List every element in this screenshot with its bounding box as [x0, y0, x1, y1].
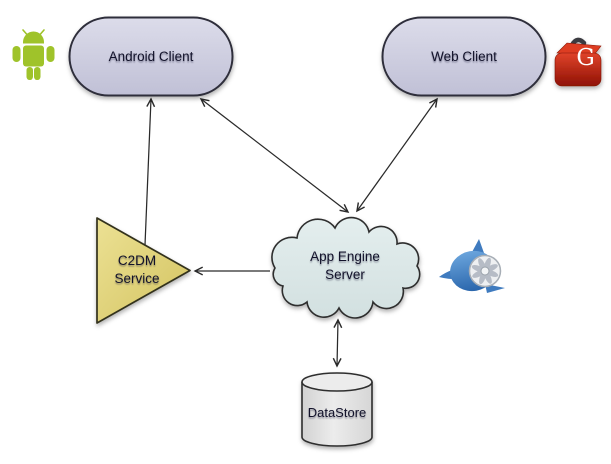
app-engine-server-node	[271, 216, 421, 319]
web-client-node	[381, 16, 547, 97]
android-client-node	[68, 16, 234, 97]
arrow-web-appengine	[356, 97, 438, 213]
toolbox-front	[554, 52, 602, 87]
app-engine-logo-icon	[439, 239, 505, 293]
datastore-cylinder-top	[301, 372, 373, 392]
gwt-letter-g: G	[576, 45, 594, 71]
datastore-cylinder-body	[301, 382, 373, 447]
datastore-node	[301, 372, 373, 447]
android-robot-icon	[12, 29, 55, 80]
appengine-tail-fin	[471, 239, 484, 254]
c2dm-service-node	[96, 217, 191, 324]
arrow-appengine-datastore	[332, 318, 343, 368]
appengine-hub	[480, 266, 490, 276]
gwt-toolbox-icon: G	[554, 37, 602, 87]
arrow-android-appengine	[199, 98, 350, 213]
edges-layer	[144, 97, 438, 368]
arrow-c2dm-to-android	[144, 97, 156, 246]
